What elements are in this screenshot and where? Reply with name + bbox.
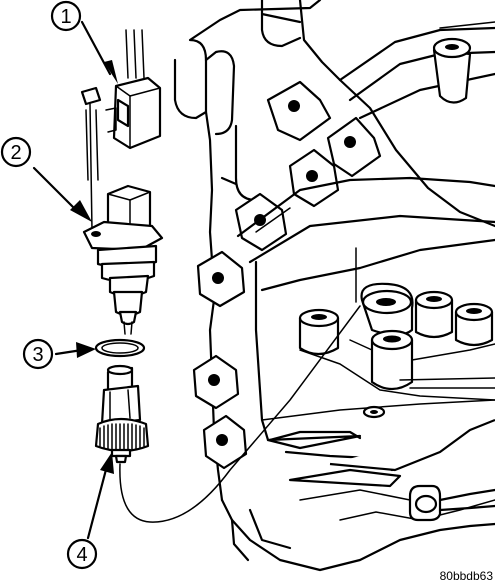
flange-bosses — [192, 80, 382, 470]
callout-4: 4 — [66, 538, 98, 570]
driven-gear-adapter — [94, 364, 150, 464]
figure-code: 80bbdb63 — [440, 569, 494, 583]
transmission-case — [173, 0, 495, 572]
callout-1: 1 — [50, 0, 82, 32]
leader-arrows — [32, 20, 118, 540]
callout-2: 2 — [0, 136, 32, 168]
callout-3-label: 3 — [32, 344, 43, 366]
mounting-bolt — [80, 86, 102, 231]
callout-4-label: 4 — [76, 544, 87, 566]
callout-2-label: 2 — [10, 142, 21, 164]
installation-path-line — [119, 305, 361, 523]
callout-1-label: 1 — [60, 6, 71, 28]
sensor-connector — [105, 29, 162, 150]
interior-sleeves — [298, 290, 494, 391]
callout-3: 3 — [22, 338, 54, 370]
o-ring — [94, 338, 146, 358]
speed-sensor — [82, 184, 164, 335]
